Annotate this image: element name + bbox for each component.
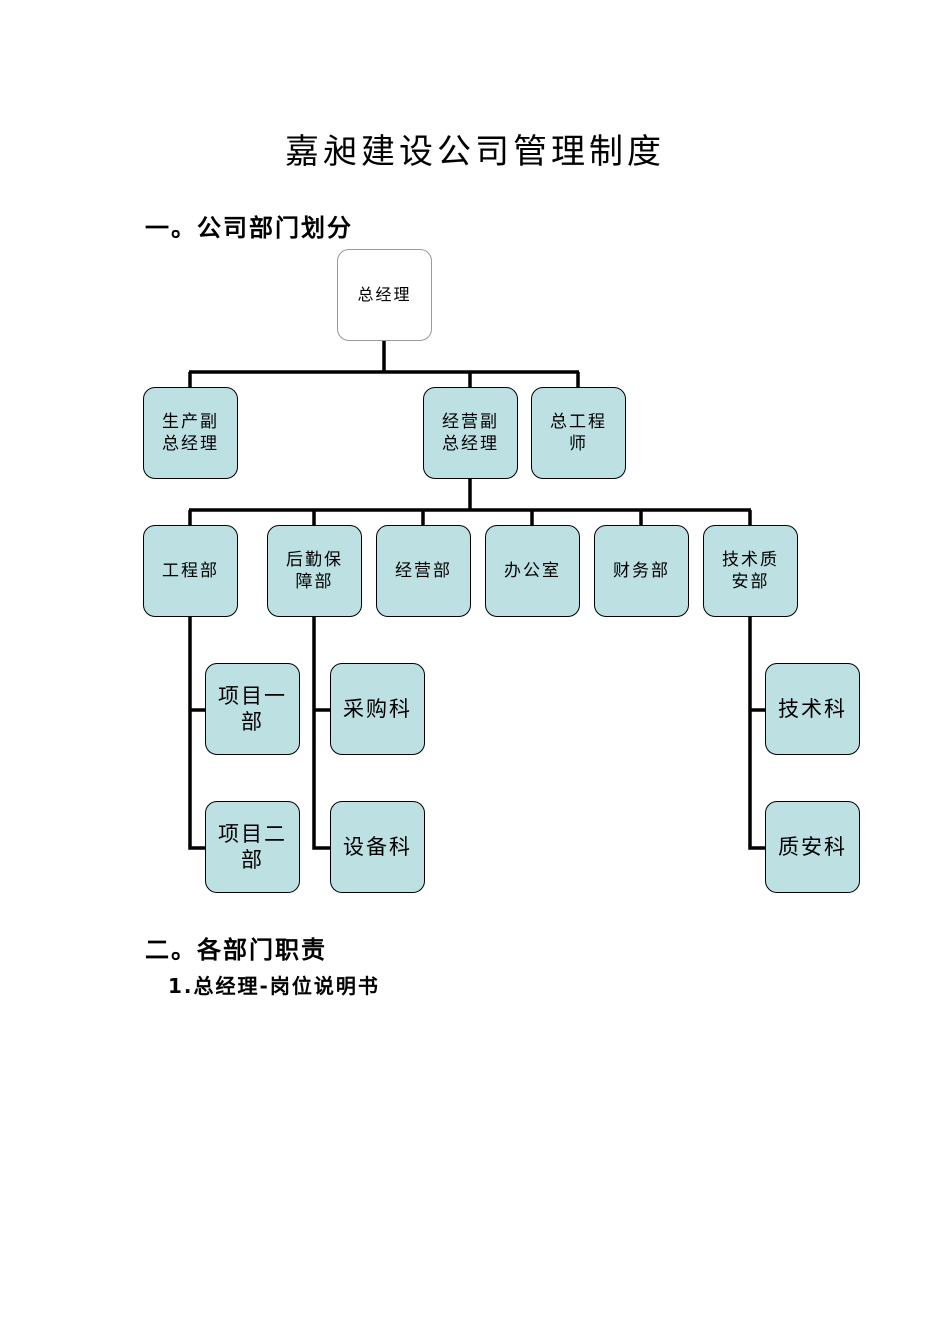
org-box-engineering-dept: 工程部: [143, 525, 238, 617]
org-box-business-dept: 经营部: [376, 525, 471, 617]
org-box-project-dept-1: 项目一 部: [205, 663, 300, 755]
org-box-equipment: 设备科: [330, 801, 425, 893]
section-heading-departments: 一。公司部门划分: [145, 214, 353, 242]
org-box-office: 办公室: [485, 525, 580, 617]
org-box-logistics-dept: 后勤保 障部: [267, 525, 362, 617]
org-box-finance-dept: 财务部: [594, 525, 689, 617]
org-box-production-vp: 生产副 总经理: [143, 387, 238, 479]
subsection-heading-gm-job-description: 1.总经理-岗位说明书: [168, 974, 380, 998]
org-box-procurement: 采购科: [330, 663, 425, 755]
org-box-tech-quality-dept: 技术质 安部: [703, 525, 798, 617]
document-title: 嘉昶建设公司管理制度: [285, 132, 665, 172]
org-box-business-vp: 经营副 总经理: [423, 387, 518, 479]
connector-logistics-vertical: [312, 616, 331, 850]
org-box-project-dept-2: 项目二 部: [205, 801, 300, 893]
section-heading-responsibilities: 二。各部门职责: [145, 936, 327, 964]
org-box-technical-section: 技术科: [765, 663, 860, 755]
org-box-quality-safety-section: 质安科: [765, 801, 860, 893]
connector-engineering-vertical: [188, 616, 206, 850]
connector-tech-vertical: [748, 616, 767, 850]
org-box-chief-engineer: 总工程 师: [531, 387, 626, 479]
org-box-general-manager: 总经理: [337, 249, 432, 341]
